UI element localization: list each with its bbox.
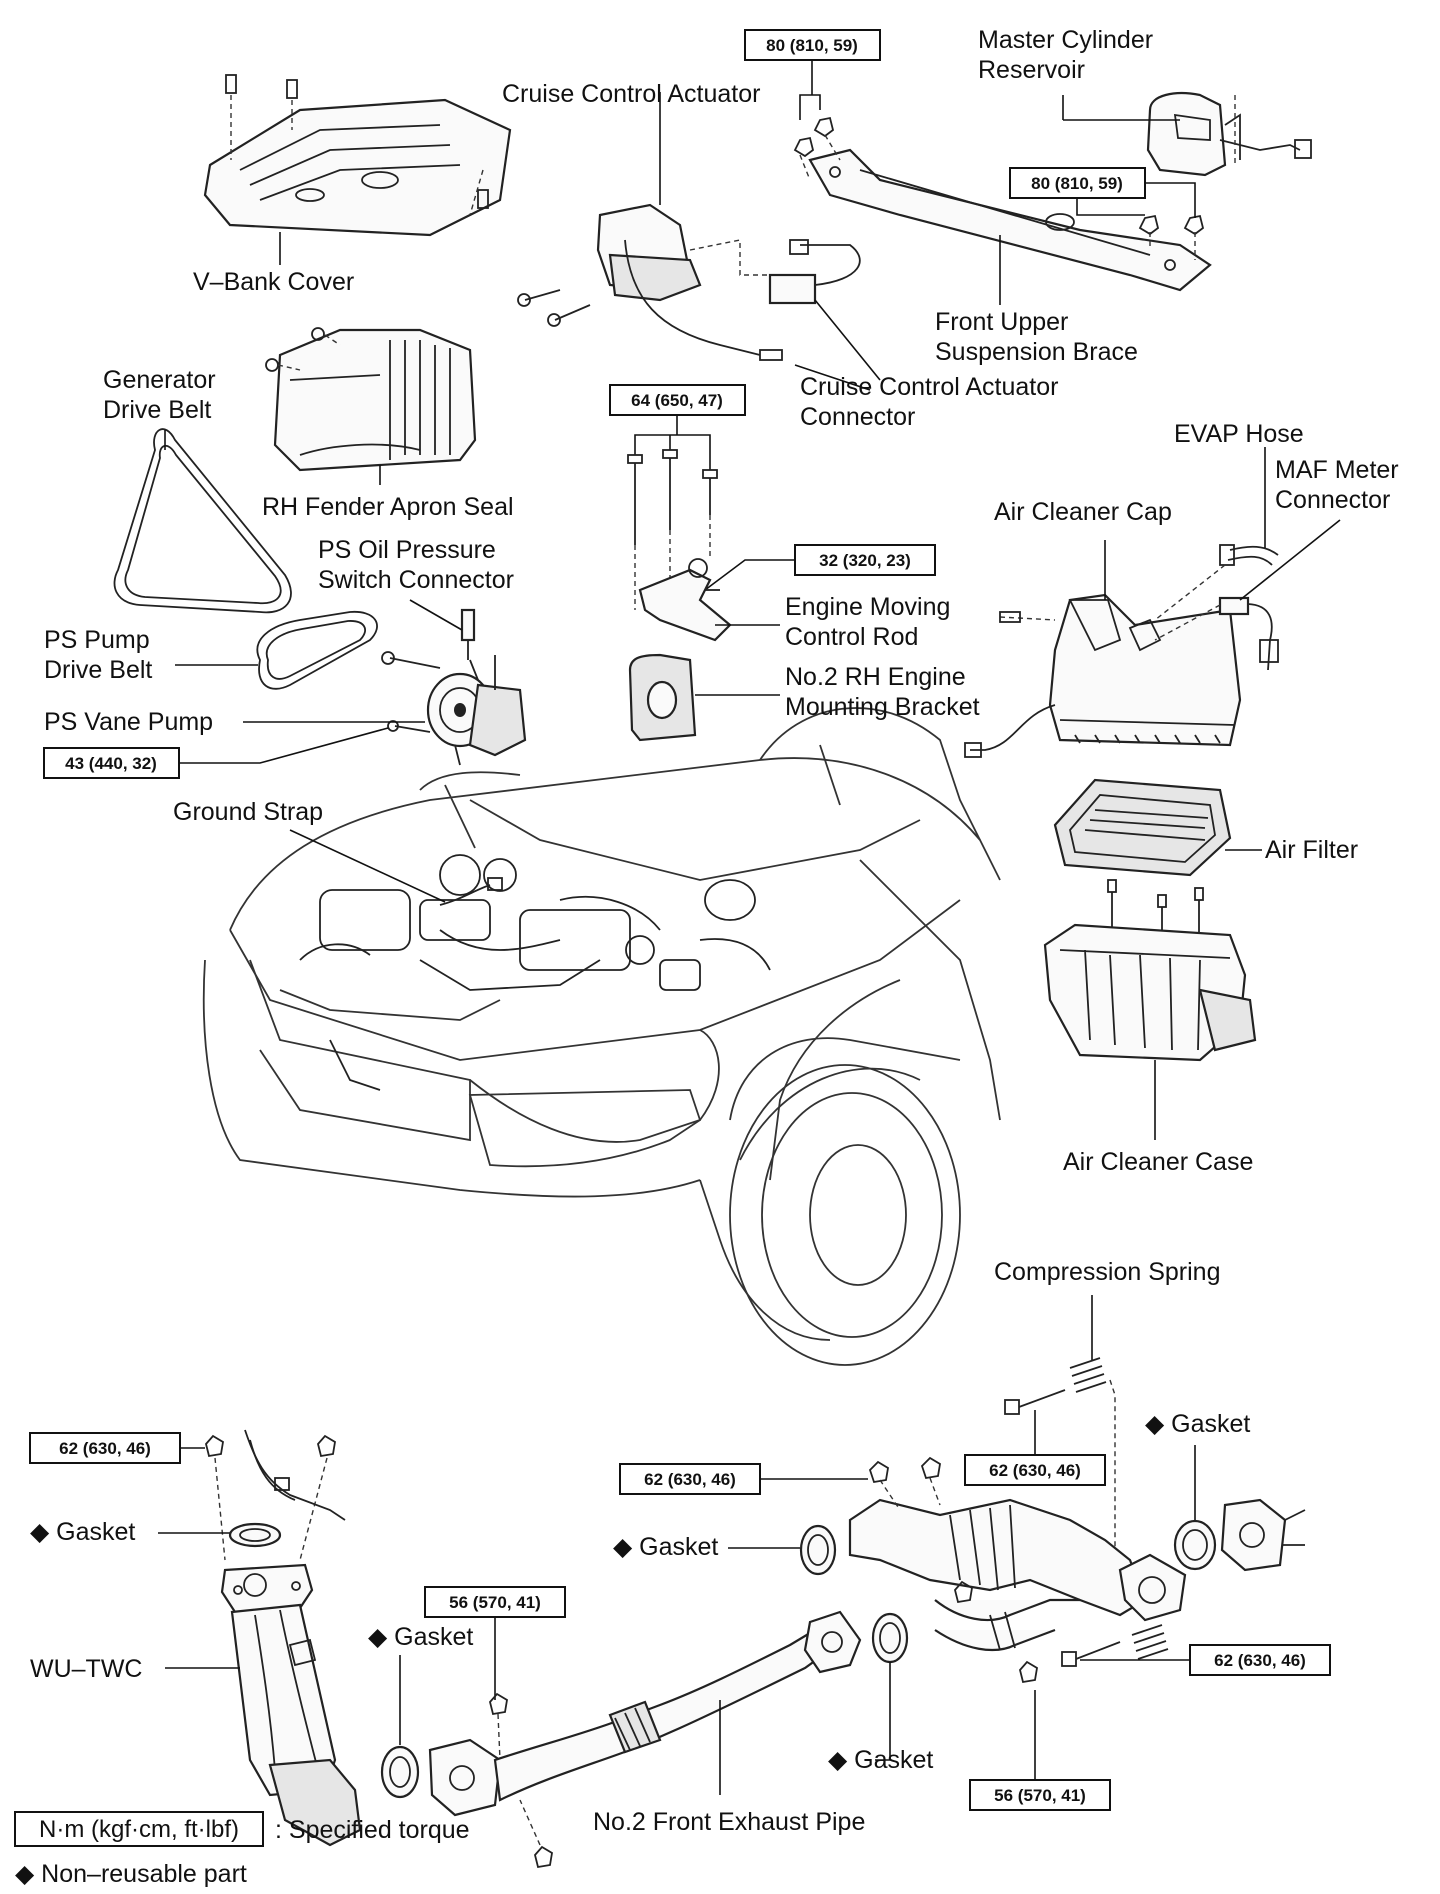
master-cylinder-reservoir <box>1062 92 1312 177</box>
no2-rh-engine-mounting-bracket <box>628 653 780 742</box>
v-bank-cover <box>203 74 512 265</box>
label-ps-belt-2: Drive Belt <box>44 656 152 684</box>
label-gasket-bottom: ◆ Gasket <box>828 1746 933 1774</box>
compression-spring-upper <box>1069 1295 1116 1560</box>
gasket-bottom <box>871 1612 909 1664</box>
compression-spring-lower <box>1131 1624 1169 1660</box>
label-generator-belt-2: Drive Belt <box>103 396 211 424</box>
label-compression-spring: Compression Spring <box>994 1258 1221 1286</box>
evap-hose <box>1154 447 1279 621</box>
twc-top-nuts <box>205 1429 346 1561</box>
label-maf-1: MAF Meter <box>1275 456 1399 484</box>
engine-moving-control-rod <box>638 558 1056 642</box>
air-filter <box>1053 778 1262 877</box>
rh-fender-apron-seal <box>265 327 477 485</box>
label-gasket-mid: ◆ Gasket <box>613 1533 718 1561</box>
label-gasket-pipe: ◆ Gasket <box>368 1623 473 1651</box>
label-mount-bracket-1: No.2 RH Engine <box>785 663 966 691</box>
ps-vane-pump <box>243 651 527 766</box>
ps-pump-drive-belt <box>175 611 378 690</box>
label-cruise-connector-2: Connector <box>800 403 915 431</box>
label-air-cleaner-cap: Air Cleaner Cap <box>994 498 1172 526</box>
label-cruise-actuator: Cruise Control Actuator <box>502 80 760 108</box>
torque-ps-pump: 43 (440, 32) <box>65 754 157 773</box>
front-exhaust-pipe-cat <box>848 1456 1187 1652</box>
headlight <box>468 1089 702 1168</box>
engine-mount-bolts <box>627 449 718 610</box>
wu-twc <box>165 1563 362 1847</box>
label-master-cylinder-1: Master Cylinder <box>978 26 1153 54</box>
pipe-upper-bolt <box>1004 1389 1066 1415</box>
engine-bay <box>299 854 771 1091</box>
air-cleaner-case <box>1043 879 1257 1140</box>
label-evap-hose: EVAP Hose <box>1174 420 1304 448</box>
label-mount-bracket-2: Mounting Bracket <box>785 693 980 721</box>
label-ps-switch-2: Switch Connector <box>318 566 514 594</box>
legend-non-reusable: ◆ Non–reusable part <box>15 1860 247 1888</box>
torque-box-pipe-upper <box>964 1454 1106 1486</box>
ground-strap <box>289 829 503 906</box>
legend-torque-unit: N·m (kgf·cm, ft·lbf) <box>39 1816 239 1843</box>
label-engine-rod-2: Control Rod <box>785 623 918 651</box>
label-front-brace-1: Front Upper <box>935 308 1068 336</box>
label-ps-switch-1: PS Oil Pressure <box>318 536 496 564</box>
no2-front-exhaust-pipe <box>428 1610 862 1817</box>
generator-drive-belt <box>113 428 292 614</box>
label-front-brace-2: Suspension Brace <box>935 338 1138 366</box>
label-maf-2: Connector <box>1275 486 1390 514</box>
label-generator-belt-1: Generator <box>103 366 216 394</box>
torque-pipe-lower: 62 (630, 46) <box>1214 1651 1306 1670</box>
label-ground-strap: Ground Strap <box>173 798 323 826</box>
label-master-cylinder-2: Reservoir <box>978 56 1085 84</box>
label-v-bank-cover: V–Bank Cover <box>193 268 354 296</box>
torque-box-pipe-flange-right <box>969 1779 1111 1811</box>
pipe-lower-bolt <box>1061 1641 1121 1667</box>
torque-twc-top: 62 (630, 46) <box>59 1439 151 1458</box>
torque-pipe-mid: 62 (630, 46) <box>644 1470 736 1489</box>
legend: N·m (kgf·cm, ft·lbf) : Specified torque … <box>14 1811 470 1888</box>
air-cleaner-cap <box>964 540 1242 758</box>
label-ps-belt-1: PS Pump <box>44 626 150 654</box>
torque-brace-right: 80 (810, 59) <box>1031 174 1123 193</box>
legend-torque-desc: : Specified torque <box>275 1816 470 1844</box>
gasket-left <box>228 1522 282 1548</box>
torque-box-brace-right <box>1009 167 1146 199</box>
ps-oil-pressure-switch <box>409 599 476 660</box>
label-engine-rod-1: Engine Moving <box>785 593 950 621</box>
torque-rod-bolt: 32 (320, 23) <box>819 551 911 570</box>
label-cruise-connector-1: Cruise Control Actuator <box>800 373 1058 401</box>
legend-torque-box <box>14 1811 264 1847</box>
pipe-flange-right-bolt <box>1019 1660 1038 1684</box>
cruise-control-actuator <box>517 92 881 391</box>
torque-box-pipe-flange-left <box>424 1586 566 1618</box>
gasket-upper-right <box>1173 1445 1306 1572</box>
torque-mount-bolts: 64 (650, 47) <box>631 391 723 410</box>
maf-meter-connector <box>1154 519 1341 671</box>
gasket-pipe <box>380 1745 420 1799</box>
pipe-flange-left-bolts <box>489 1692 553 1869</box>
torque-pipe-flange-left: 56 (570, 41) <box>449 1593 541 1612</box>
torque-box-ps-pump <box>43 747 180 779</box>
gasket-mid <box>799 1524 837 1576</box>
torque-pipe-flange-right: 56 (570, 41) <box>994 1786 1086 1805</box>
vehicle-front-body <box>202 707 1001 1366</box>
label-front-exhaust-pipe: No.2 Front Exhaust Pipe <box>593 1808 865 1836</box>
label-rh-fender: RH Fender Apron Seal <box>262 493 514 521</box>
label-wu-twc: WU–TWC <box>30 1655 142 1683</box>
front-upper-suspension-brace <box>793 116 1212 305</box>
torque-pipe-upper: 62 (630, 46) <box>989 1461 1081 1480</box>
label-ps-vane: PS Vane Pump <box>44 708 213 736</box>
label-air-cleaner-case: Air Cleaner Case <box>1063 1148 1253 1176</box>
label-gasket-left: ◆ Gasket <box>30 1518 135 1546</box>
front-tire <box>729 1064 961 1366</box>
torque-box-twc <box>29 1432 181 1464</box>
torque-brace-left: 80 (810, 59) <box>766 36 858 55</box>
label-air-filter: Air Filter <box>1265 836 1358 864</box>
torque-box-pipe-mid <box>619 1463 761 1495</box>
label-gasket-upper-right: ◆ Gasket <box>1145 1410 1250 1438</box>
